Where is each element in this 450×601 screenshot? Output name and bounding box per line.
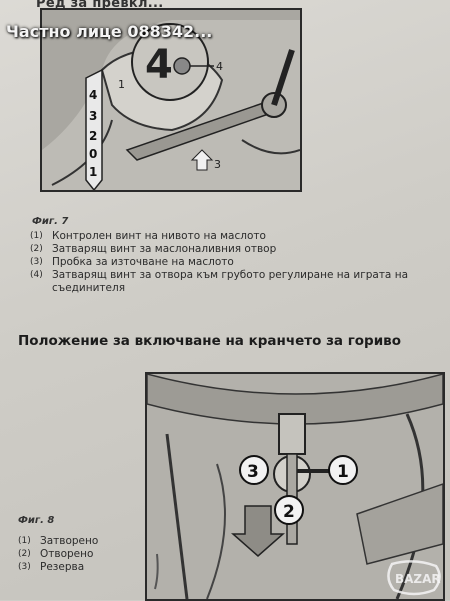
dial-number: 4 (145, 42, 173, 88)
gear-label-2: 2 (89, 129, 97, 143)
legend-item: (1) Затворено (18, 535, 138, 548)
callout-2: 2 (283, 502, 295, 522)
figure-7-legend: (1) Контролен винт на нивото на маслото (… (30, 230, 430, 295)
callout-3: 3 (247, 462, 259, 482)
gear-label-0: 0 (89, 147, 97, 161)
legend-item: (3) Пробка за източване на маслото (30, 256, 430, 269)
legend-item: (2) Затварящ винт за маслоналивния отвор (30, 243, 430, 256)
legend-number: (1) (18, 536, 31, 546)
arrow-label-3: 3 (214, 158, 221, 171)
legend-text: Затварящ винт за отвора към грубото регу… (52, 269, 409, 294)
figure-7-label: Фиг. 7 (32, 216, 69, 227)
figure-8-legend: (1) Затворено (2) Отворено (3) Резерва (18, 535, 138, 574)
fuel-tap-drawing: 3 1 2 (147, 374, 443, 599)
legend-text: Контролен винт на нивото на маслото (52, 230, 266, 242)
legend-item: (1) Контролен винт на нивото на маслото (30, 230, 430, 243)
legend-number: (2) (30, 244, 43, 254)
arrow-label-4: 4 (216, 60, 223, 73)
legend-item: (3) Резерва (18, 561, 138, 574)
legend-number: (3) (30, 257, 43, 267)
legend-number: (3) (18, 562, 31, 572)
legend-number: (4) (30, 270, 43, 280)
legend-text: Резерва (40, 561, 85, 573)
top-heading: Ред за превкл... (36, 0, 164, 11)
legend-text: Пробка за източване на маслото (52, 256, 234, 268)
gear-label-4: 4 (89, 88, 97, 102)
figure-8-label: Фиг. 8 (18, 515, 55, 526)
legend-number: (2) (18, 549, 31, 559)
legend-text: Затворено (40, 535, 99, 547)
gear-label-1: 1 (89, 165, 97, 179)
legend-number: (1) (30, 231, 43, 241)
section-heading: Положение за включване на кранчето за го… (18, 333, 401, 349)
bazar-logo: BAZAR (387, 560, 441, 596)
logo-text: BAZAR (395, 572, 441, 586)
figure-7-illustration: 4 4 3 4 3 2 0 1 1 (40, 8, 302, 192)
legend-item: (2) Отворено (18, 548, 138, 561)
callout-1: 1 (337, 462, 349, 482)
legend-item: (4) Затварящ винт за отвора към грубото р… (30, 269, 430, 295)
legend-text: Отворено (40, 548, 94, 560)
legend-text: Затварящ винт за маслоналивния отвор (52, 243, 277, 255)
box-label-1: 1 (118, 78, 125, 91)
gear-label-3: 3 (89, 109, 97, 123)
watermark-text: Частно лице 088342... (6, 22, 213, 41)
engine-drawing: 4 4 3 4 3 2 0 1 1 (42, 10, 300, 190)
